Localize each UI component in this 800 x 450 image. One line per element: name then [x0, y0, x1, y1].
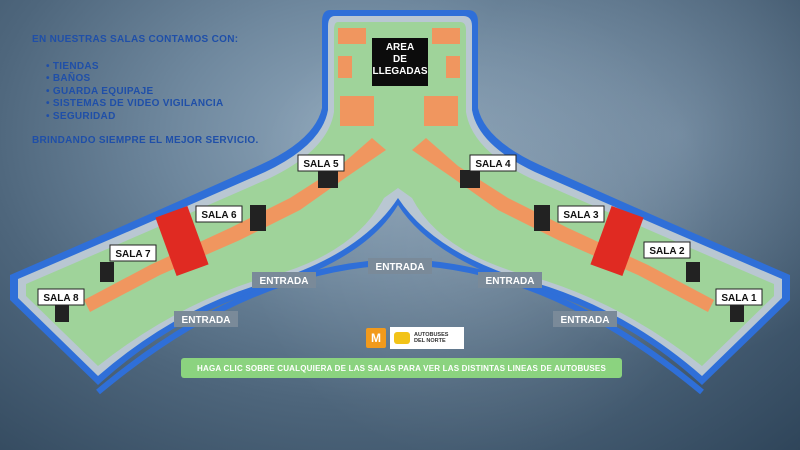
company-name-line2: DEL NORTE: [414, 338, 446, 344]
shop-block: [338, 28, 366, 44]
amenity-item: BAÑOS: [46, 73, 259, 86]
company-logo: AUTOBUSES DEL NORTE: [390, 327, 464, 349]
sala-5[interactable]: SALA 5: [297, 154, 345, 172]
gate-block: [730, 302, 744, 322]
sala-2[interactable]: SALA 2: [643, 241, 691, 259]
terminal-floor: [26, 22, 774, 366]
sala-4[interactable]: SALA 4: [469, 154, 517, 172]
sala-7-label: SALA 7: [115, 249, 151, 260]
walkway-left: [84, 138, 386, 312]
sala-4-label: SALA 4: [475, 159, 511, 170]
sala-2-label: SALA 2: [649, 246, 685, 257]
sala-8-label: SALA 8: [43, 293, 79, 304]
sala-6[interactable]: SALA 6: [195, 205, 243, 223]
sala-6-label: SALA 6: [201, 210, 237, 221]
sala-1[interactable]: SALA 1: [715, 288, 763, 306]
cta-banner[interactable]: HAGA CLIC SOBRE CUALQUIERA DE LAS SALAS …: [181, 358, 622, 378]
amenity-item: SEGURIDAD: [46, 111, 259, 124]
entrada-left-lower: ENTRADA: [174, 311, 238, 327]
gate-block: [686, 262, 700, 282]
entrada-label: ENTRADA: [260, 276, 309, 287]
gate-block: [318, 170, 338, 188]
shop-block: [424, 96, 458, 126]
amenity-item: SISTEMAS DE VIDEO VIGILANCIA: [46, 98, 259, 111]
shop-block: [340, 96, 374, 126]
red-zone: [590, 206, 644, 276]
entrada-label: ENTRADA: [376, 262, 425, 273]
amenity-item: GUARDA EQUIPAJE: [46, 86, 259, 99]
arrivals-area: [372, 38, 428, 86]
sala-5-label: SALA 5: [303, 159, 339, 170]
gate-block: [100, 262, 114, 282]
gate-block: [55, 302, 69, 322]
shop-block: [446, 56, 460, 78]
amenity-item: TIENDAS: [46, 61, 259, 74]
entrada-right-lower: ENTRADA: [553, 311, 617, 327]
amenities-intro: EN NUESTRAS SALAS CONTAMOS CON:: [32, 34, 239, 45]
gate-block: [250, 205, 266, 231]
entrada-left-upper: ENTRADA: [252, 272, 316, 288]
sala-3[interactable]: SALA 3: [557, 205, 605, 223]
arrivals-label: DE: [393, 54, 407, 65]
amenities-list: TIENDAS BAÑOS GUARDA EQUIPAJE SISTEMAS D…: [46, 61, 259, 124]
amenities-info: EN NUESTRAS SALAS CONTAMOS CON: TIENDAS …: [32, 34, 259, 148]
red-zone: [155, 206, 209, 276]
sala-8[interactable]: SALA 8: [37, 288, 85, 306]
bus-icon: [394, 332, 410, 344]
gate-block: [534, 205, 550, 231]
arrivals-label: LLEGADAS: [373, 66, 428, 77]
sala-7[interactable]: SALA 7: [109, 244, 157, 262]
gate-block: [460, 170, 480, 188]
company-name-line1: AUTOBUSES: [414, 332, 449, 338]
entrada-right-upper: ENTRADA: [478, 272, 542, 288]
shop-block: [432, 28, 460, 44]
entrada-label: ENTRADA: [561, 315, 610, 326]
entrada-label: ENTRADA: [486, 276, 535, 287]
walkway-right: [412, 138, 714, 312]
metro-logo: M: [366, 328, 386, 348]
sala-3-label: SALA 3: [563, 210, 599, 221]
entrada-center: ENTRADA: [368, 258, 432, 274]
amenities-closing: BRINDANDO SIEMPRE EL MEJOR SERVICIO.: [32, 135, 259, 146]
sala-1-label: SALA 1: [721, 293, 757, 304]
shop-block: [338, 56, 352, 78]
entrada-label: ENTRADA: [182, 315, 231, 326]
arrivals-label: AREA: [386, 42, 414, 53]
